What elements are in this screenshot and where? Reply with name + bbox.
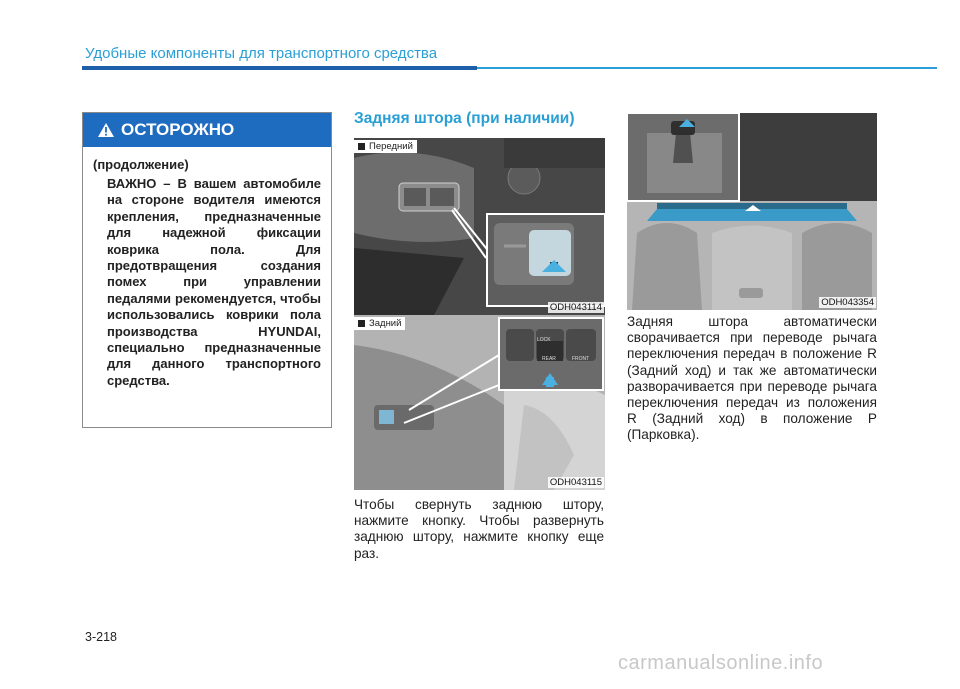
front-console-illustration <box>354 138 605 315</box>
header-rule-dark <box>82 66 477 70</box>
rear-button-lock: LOCK <box>537 337 551 343</box>
warning-triangle-icon <box>98 123 114 137</box>
front-console-photo: Передний ODH043114 <box>354 138 605 315</box>
body-text-left: Чтобы свернуть заднюю штору, нажмите кно… <box>354 497 604 561</box>
warning-box: ОСТОРОЖНО (продолжение) ВАЖНО – В вашем … <box>82 112 332 428</box>
rear-button-rear: REAR <box>542 356 556 362</box>
body-text-right: Задняя штора автоматически сворачивается… <box>627 314 877 443</box>
rear-tag: Задний <box>354 317 406 330</box>
header-rule-light <box>477 67 937 69</box>
rear-tag-label: Задний <box>369 318 402 329</box>
header-title: Удобные компоненты для транспортного сре… <box>85 45 438 62</box>
rear-console-illustration <box>354 315 605 490</box>
warning-header: ОСТОРОЖНО <box>83 113 331 147</box>
warning-title: ОСТОРОЖНО <box>121 120 235 139</box>
warning-text: ВАЖНО – В вашем автомобиле на стороне во… <box>107 176 321 388</box>
warning-continued: (продолжение) <box>93 157 189 172</box>
rear-shade-illustration <box>627 113 877 310</box>
front-tag-label: Передний <box>369 141 413 152</box>
section-title: Задняя штора (при наличии) <box>354 110 575 127</box>
rear-image-code: ODH043115 <box>547 477 604 488</box>
watermark: carmanualsonline.info <box>618 652 824 674</box>
right-image-code: ODH043354 <box>819 297 876 308</box>
rear-console-photo: Задний LOCK REAR FRONT ODH043115 <box>354 315 605 490</box>
rear-shade-photo: ODH043354 <box>627 113 877 310</box>
page-number: 3-218 <box>85 630 117 644</box>
tag-square-icon <box>358 320 365 327</box>
tag-square-icon <box>358 143 365 150</box>
front-image-code: ODH043114 <box>547 302 604 313</box>
front-tag: Передний <box>354 140 417 153</box>
rear-button-front: FRONT <box>572 356 590 362</box>
